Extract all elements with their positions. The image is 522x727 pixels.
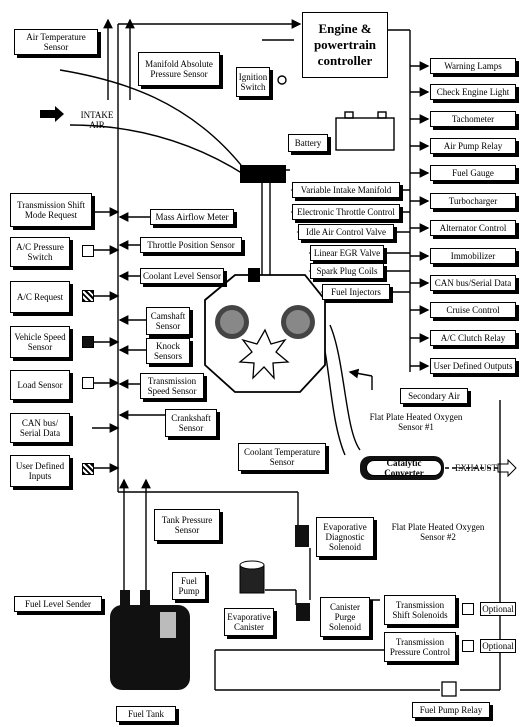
trans-speed-sensor: Transmission Speed Sensor (140, 373, 204, 399)
ignition-switch: Ignition Switch (236, 67, 270, 97)
exhaust-label: EXHAUST (455, 463, 497, 473)
output-item: Immobilizer (430, 248, 516, 264)
output-item: User Defined Outputs (430, 358, 516, 374)
exhaust-arrow-icon (497, 458, 517, 478)
optional-label-2: Optional (480, 639, 516, 653)
trans-shift-solenoids: Transmission Shift Solenoids (384, 595, 456, 625)
output-item: Turbocharger (430, 193, 516, 209)
oxygen-sensor-1: Flat Plate Heated Oxygen Sensor #1 (369, 412, 463, 432)
fuel-pump-relay: Fuel Pump Relay (412, 702, 490, 718)
optional-label-1: Optional (480, 602, 516, 616)
optional-indicator-1 (462, 603, 474, 615)
secondary-air: Secondary Air (400, 388, 468, 404)
canister-purge-solenoid: Canister Purge Solenoid (320, 597, 370, 637)
ac-request-indicator (82, 290, 94, 302)
camshaft-sensor: Camshaft Sensor (146, 307, 190, 335)
output-item: CAN bus/Serial Data (430, 275, 516, 291)
user-inputs-indicator (82, 463, 94, 475)
load-sensor: Load Sensor (10, 370, 70, 400)
ac-pressure-indicator (82, 245, 94, 257)
map-sensor: Manifold Absolute Pressure Sensor (138, 52, 220, 86)
fuel-injectors: Fuel Injectors (322, 284, 390, 300)
crankshaft-sensor: Crankshaft Sensor (165, 409, 217, 437)
output-item: A/C Clutch Relay (430, 330, 516, 346)
fuel-pump: Fuel Pump (172, 572, 206, 600)
battery-icon (335, 111, 395, 151)
battery-box: Battery (288, 134, 328, 152)
evap-canister: Evaporative Canister (224, 608, 274, 636)
controller-box: Engine & powertrain controller (302, 12, 388, 78)
intake-arrow-icon (40, 106, 64, 122)
throttle-position-sensor: Throttle Position Sensor (140, 237, 242, 253)
canister-icon (239, 560, 265, 594)
tank-pressure-sensor: Tank Pressure Sensor (154, 509, 220, 541)
fuel-tank-shape (110, 605, 190, 690)
ac-pressure-switch: A/C Pressure Switch (10, 237, 70, 267)
air-temp-sensor: Air Temperature Sensor (14, 29, 98, 55)
trans-pressure-control: Transmission Pressure Control (384, 632, 456, 662)
idle-air-control-valve: Idle Air Control Valve (298, 224, 394, 240)
knock-sensors: Knock Sensors (146, 338, 190, 364)
output-item: Cruise Control (430, 302, 516, 318)
catalytic-converter-label: Catalytic Converter (366, 458, 442, 478)
intake-air-label: INTAKE AIR (80, 110, 114, 130)
oxygen-sensor-2: Flat Plate Heated Oxygen Sensor #2 (391, 522, 485, 542)
linear-egr-valve: Linear EGR Valve (310, 245, 384, 261)
fuel-tank-label: Fuel Tank (116, 706, 176, 722)
evap-diagnostic-solenoid: Evaporative Diagnostic Solenoid (316, 517, 374, 557)
coolant-temp-sensor: Coolant Temperature Sensor (238, 443, 326, 471)
spark-plug-coils: Spark Plug Coils (310, 263, 384, 279)
coolant-level-sensor: Coolant Level Sensor (140, 268, 224, 284)
mass-airflow-meter: Mass Airflow Meter (150, 209, 234, 225)
optional-indicator-2 (462, 640, 474, 652)
vehicle-speed-indicator (82, 336, 94, 348)
load-sensor-indicator (82, 377, 94, 389)
can-bus-left: CAN bus/ Serial Data (10, 413, 70, 443)
trans-shift-mode-request: Transmission Shift Mode Request (10, 193, 92, 227)
variable-intake-manifold: Variable Intake Manifold (292, 182, 400, 198)
output-item: Air Pump Relay (430, 138, 516, 154)
electronic-throttle-control: Electronic Throttle Control (292, 204, 400, 220)
engine-block (204, 165, 326, 393)
ac-request: A/C Request (10, 281, 70, 313)
output-item: Check Engine Light (430, 84, 516, 100)
fuel-level-sender: Fuel Level Sender (14, 596, 102, 612)
output-item: Alternator Control (430, 220, 516, 236)
user-defined-inputs: User Defined Inputs (10, 455, 70, 487)
output-item: Warning Lamps (430, 58, 516, 74)
output-item: Fuel Gauge (430, 165, 516, 181)
vehicle-speed-sensor: Vehicle Speed Sensor (10, 326, 70, 358)
output-item: Tachometer (430, 111, 516, 127)
